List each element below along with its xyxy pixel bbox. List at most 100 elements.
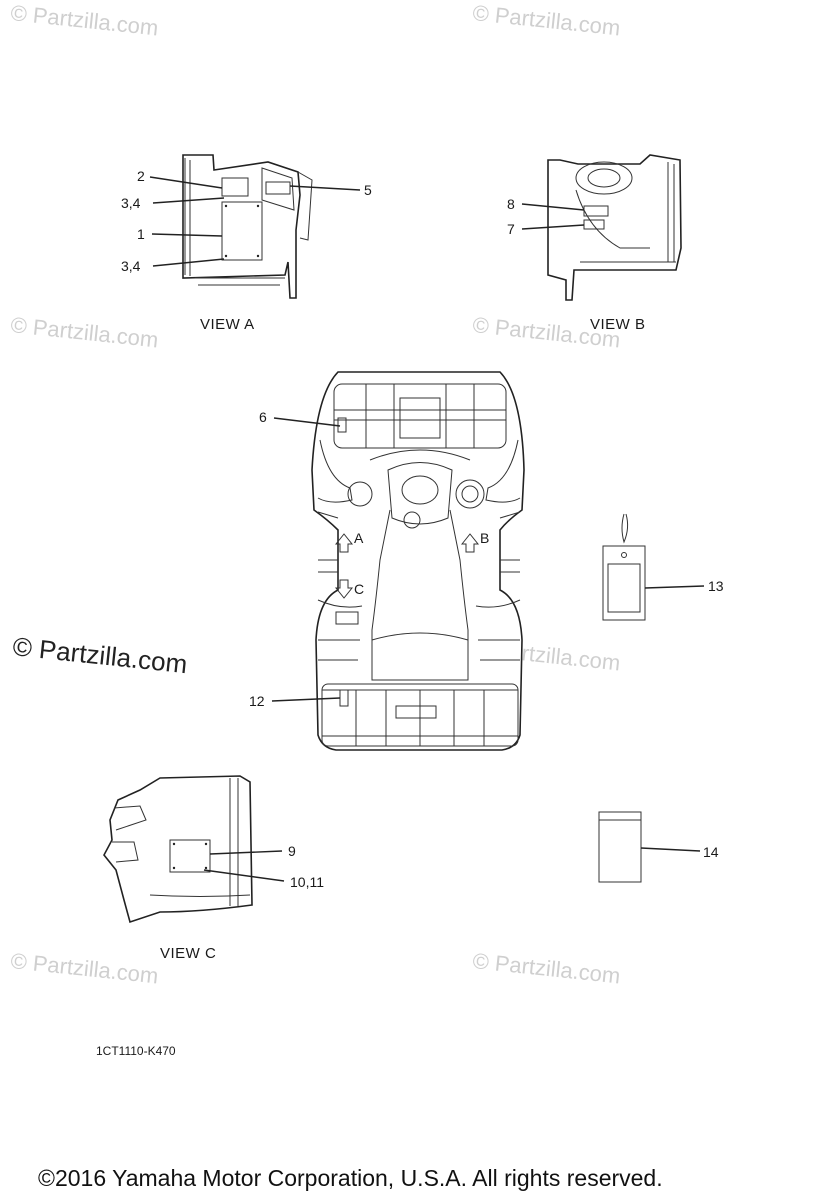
right-fuel-cap-inner [461,485,479,503]
view-b-drawing [547,154,682,301]
view-c-label [169,839,211,873]
arrow-a-letter: A [354,530,364,546]
console [387,462,453,525]
atv-callouts: 6 12 [249,409,341,709]
view-a-bottom [195,277,285,286]
leader-14 [640,847,701,852]
arrow-b [460,533,480,553]
view-b-edge [667,162,675,262]
view-b-cap [587,168,621,188]
view-c-upper-detail [113,805,147,831]
view-b-contour [575,189,650,249]
view-b-tank [575,161,633,195]
leader-3-4-top [152,197,225,204]
view-c-rivet [172,842,176,846]
callout-6: 6 [259,409,267,425]
view-b-label-7 [583,219,605,230]
callout-12: 12 [249,693,265,709]
atv-top-view: A B C [311,371,525,751]
view-c-edge [229,778,239,906]
front-rack [333,383,507,449]
watermark-mid-left: © Partzilla.com [9,312,159,352]
leader-6 [273,417,341,427]
front-rack-center [399,397,441,439]
front-fender-left [317,439,353,503]
view-a-caption: VIEW A [200,316,255,333]
front-fender-right [485,439,521,503]
view-a-rivet [224,204,228,208]
tag-string [621,513,629,544]
leader-13 [644,585,705,589]
watermark-bottom-right: © Partzilla.com [471,948,621,988]
view-a-label-1 [221,201,263,261]
handlebar [369,449,471,461]
right-footwell-lines [499,511,521,573]
leader-2 [149,176,223,189]
callout-9: 9 [288,843,296,859]
rear-fender-right [475,599,521,661]
seat [371,509,469,681]
tag-window [607,563,641,613]
view-a-fender [297,171,313,241]
rear-left-panel [335,611,359,625]
watermark-bottom-left: © Partzilla.com [9,948,159,988]
seat-rear-edge [371,632,469,641]
view-a-seat [261,167,295,211]
callout-13: 13 [708,578,724,594]
view-b-body-outline [547,154,682,301]
callout-3-4-top: 3,4 [121,195,141,211]
copyright-notice: ©2016 Yamaha Motor Corporation, U.S.A. A… [38,1165,663,1191]
arrow-b-letter: B [480,530,489,546]
view-c-lower-detail [112,841,139,863]
view-a-drawing [182,154,313,299]
view-c-bottom [149,894,251,897]
leader-8 [521,203,585,211]
arrow-c-letter: C [354,581,364,597]
rear-badge [395,705,437,719]
view-c-rivet [204,842,208,846]
tag-hole [621,552,627,558]
view-c-body-outline [103,775,253,924]
callout-5: 5 [364,182,372,198]
callout-7: 7 [507,221,515,237]
view-c-callouts: 9 10,11 VIEW C [160,843,324,962]
left-footwell-lines [317,511,339,573]
callout-14: 14 [703,844,719,860]
view-a-rivet [256,254,260,258]
view-a-callouts: 2 3,4 1 3,4 5 VIEW A [121,168,372,333]
arrow-c [334,579,354,599]
front-label-6 [337,417,347,433]
callout-10-11: 10,11 [290,874,324,890]
leader-12 [271,697,341,702]
callout-2: 2 [137,168,145,184]
item-14: 14 [598,811,719,883]
arrow-a [334,533,354,553]
view-c-drawing [103,775,253,924]
leader-5 [289,185,361,191]
console-gauge [401,475,439,505]
watermark-top-left: © Partzilla.com [9,0,159,40]
hang-tag-13: 13 [602,513,724,621]
view-a-body-outline [182,154,301,299]
callout-3-4-bottom: 3,4 [121,258,141,274]
rear-fender-left [317,599,363,661]
leader-10-11 [203,869,285,882]
view-a-edge [184,158,191,276]
console-knob [403,511,421,529]
leader-3-4-bottom [152,258,225,267]
callout-8: 8 [507,196,515,212]
leader-9 [209,850,283,855]
atv-body-outline [311,371,525,751]
view-a-label-2 [221,177,249,197]
view-b-label-8 [583,205,609,217]
view-c-caption: VIEW C [160,945,216,962]
callout-1: 1 [137,226,145,242]
tag-card [602,545,646,621]
view-a-rivet [256,204,260,208]
right-fuel-cap [455,479,485,509]
view-b-caption: VIEW B [590,316,646,333]
leader-1 [151,233,223,237]
left-pod [347,481,373,507]
view-c-rivet [172,866,176,870]
